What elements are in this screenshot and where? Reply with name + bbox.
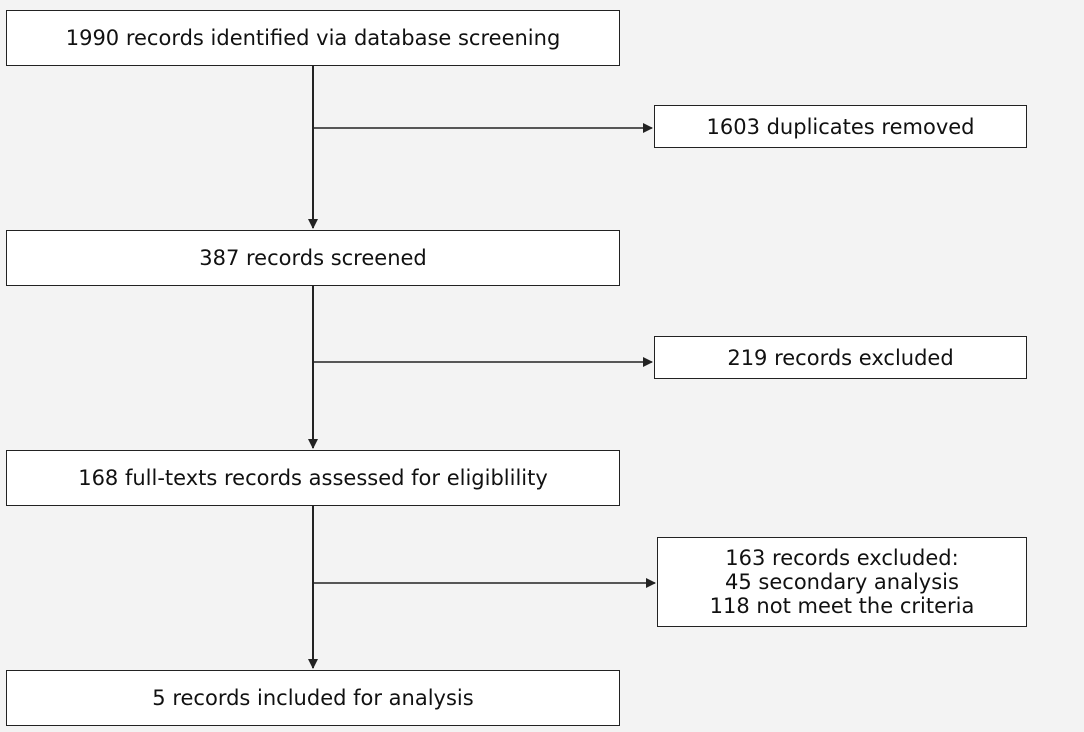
duplicates-removed-box: 1603 duplicates removed: [654, 105, 1027, 148]
full-text-assessed-text: 168 full-texts records assessed for elig…: [78, 466, 548, 490]
records-screened-text: 387 records screened: [199, 246, 427, 270]
records-identified-box: 1990 records identified via database scr…: [6, 10, 620, 66]
exclusion-reason-criteria-not-met: 118 not meet the criteria: [709, 594, 975, 618]
records-included-text: 5 records included for analysis: [152, 686, 474, 710]
full-text-excluded-heading: 163 records excluded:: [725, 546, 959, 570]
records-identified-text: 1990 records identified via database scr…: [65, 26, 561, 50]
records-included-box: 5 records included for analysis: [6, 670, 620, 726]
records-screened-box: 387 records screened: [6, 230, 620, 286]
records-excluded-box: 219 records excluded: [654, 336, 1027, 379]
full-text-excluded-box: 163 records excluded: 45 secondary analy…: [657, 537, 1027, 627]
exclusion-reason-secondary-analysis: 45 secondary analysis: [725, 570, 959, 594]
records-excluded-text: 219 records excluded: [727, 345, 954, 370]
full-text-assessed-box: 168 full-texts records assessed for elig…: [6, 450, 620, 506]
duplicates-removed-text: 1603 duplicates removed: [706, 114, 975, 139]
